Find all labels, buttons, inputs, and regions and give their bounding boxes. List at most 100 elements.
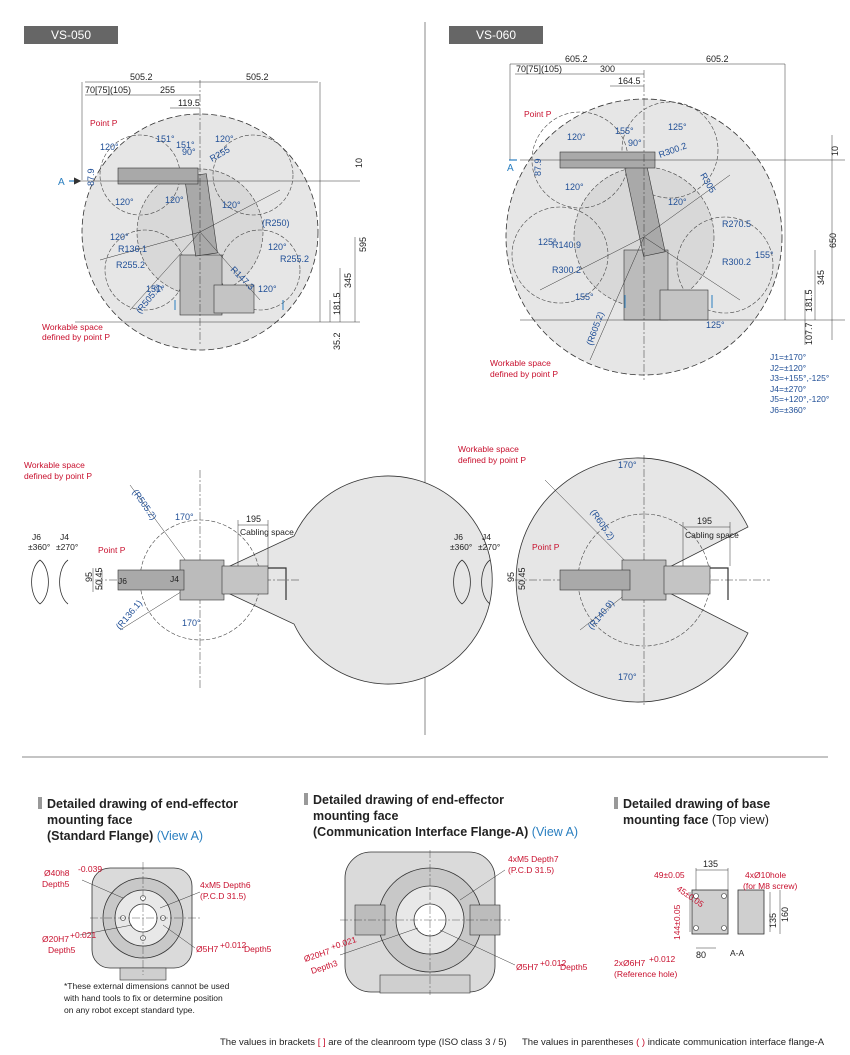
angle-155-a: 155° — [615, 126, 634, 136]
flange-note: *These external dimensions cannot be use… — [64, 981, 230, 1015]
j4-label-b: J4 — [482, 532, 491, 542]
angle-125-a: 125° — [668, 122, 687, 132]
top-angle-170-d: 170° — [618, 672, 637, 682]
comm-depth5: Depth5 — [560, 962, 588, 972]
joint-j5: J5=+120°,-120° — [770, 394, 830, 404]
comm-d5-tol: +0.012 — [540, 958, 567, 968]
cabling-space: Cabling space — [240, 527, 294, 537]
flange-depth5c: Depth5 — [244, 944, 272, 954]
angle-120-b2: 120° — [565, 182, 584, 192]
j4-label: J4 — [60, 532, 69, 542]
angle-90-b: 90° — [628, 138, 642, 148]
footer-parentheses-note: The values in parentheses ( ) indicate c… — [522, 1037, 825, 1048]
angle-125-c: 125° — [706, 320, 725, 330]
j4-range: ±270° — [56, 542, 78, 552]
angle-120-b1: 120° — [567, 132, 586, 142]
base-d4x: 4xØ10hole — [745, 870, 786, 880]
base-d49: 49±0.05 — [654, 870, 685, 880]
dim-10-b: 10 — [830, 146, 840, 156]
base-d6h7-tol: +0.012 — [649, 954, 676, 964]
workable-label-1: Workable space — [42, 322, 103, 332]
radius-r255-2a: R255.2 — [116, 260, 145, 270]
dim-70-b: 70[75](105) — [516, 64, 562, 74]
comm-m5: 4xM5 Depth7 — [508, 854, 559, 864]
base-dim-80: 80 — [696, 950, 706, 960]
radius-r140: R140.9 — [552, 240, 581, 250]
angle-120-b3: 120° — [668, 197, 687, 207]
base-d4x-sub: (for M8 screw) — [743, 881, 797, 891]
flange-pcd: (P.C.D 31.5) — [200, 891, 246, 901]
top-point-p-b: Point P — [532, 542, 560, 552]
flange-depth5b: Depth5 — [48, 945, 76, 955]
angle-90: 90° — [182, 147, 196, 157]
j4-marker: J4 — [170, 574, 179, 584]
dim-505-left: 505.2 — [130, 72, 153, 82]
top-point-p: Point P — [98, 545, 126, 555]
top-radius-r505: (R505.2) — [130, 487, 158, 521]
footer-paren-symbol: ( ) — [636, 1037, 646, 1048]
j4-range-b: ±270° — [478, 542, 500, 552]
j6-label: J6 — [32, 532, 41, 542]
radius-r136: R136.1 — [118, 244, 147, 254]
angle-120-h: 120° — [258, 284, 277, 294]
radius-r300-b: R300.2 — [552, 265, 581, 275]
base-mounting-drawing: 135 49±0.05 4xØ10hole (for M8 screw) 45±… — [614, 859, 797, 979]
section-bar-icon — [614, 797, 618, 809]
section-standard-flange-title: Detailed drawing of end-effector mountin… — [38, 796, 288, 844]
comm-pcd: (P.C.D 31.5) — [508, 865, 554, 875]
joint-ranges: J1=±170° J2=±120° J3=+155°,-125° J4=±270… — [770, 352, 829, 415]
angle-155-b: 155° — [755, 250, 774, 260]
radius-r270: R270.5 — [722, 219, 751, 229]
dim-300: 300 — [600, 64, 615, 74]
angle-151-c: 151° — [146, 284, 165, 294]
workable-label-b1: Workable space — [490, 358, 551, 368]
section-base-title: Detailed drawing of base mounting face (… — [614, 796, 834, 828]
top-angle-170-c: 170° — [618, 460, 637, 470]
top-angle-170-b: 170° — [182, 618, 201, 628]
cabling-space-b: Cabling space — [685, 530, 739, 540]
section-bar-icon — [38, 797, 42, 809]
j6-marker: J6 — [118, 576, 127, 586]
dim-605-right: 605.2 — [706, 54, 729, 64]
angle-120-b: 120° — [100, 142, 119, 152]
flange-d20-tol: +0.021 — [70, 930, 97, 940]
base-d6h7: 2xØ6H7 — [614, 958, 645, 968]
joint-j2: J2=±120° — [770, 362, 807, 373]
cabling-dim-b: 195 — [697, 516, 712, 526]
base-dim-135-top: 135 — [703, 859, 718, 869]
angle-125-b: 125° — [538, 237, 557, 247]
section-bar-icon — [304, 793, 308, 805]
radius-r300-c: R300.2 — [722, 257, 751, 267]
point-p-label-b: Point P — [524, 109, 552, 119]
top-dim-95-b: 95 — [506, 572, 516, 582]
comm-d5: Ø5H7 — [516, 962, 538, 972]
base-ref: (Reference hole) — [614, 969, 677, 979]
joint-j1: J1=±170° — [770, 352, 807, 362]
angle-151-b: 151° — [176, 140, 195, 150]
flange-m5: 4xM5 Depth6 — [200, 880, 251, 890]
angle-120-d: 120° — [165, 195, 184, 205]
vs050-top-view: Workable space defined by point P (R505.… — [24, 460, 493, 690]
dim-87-9: 87.9 — [86, 168, 96, 186]
j6-range-b: ±360° — [450, 542, 472, 552]
top-dim-50-b: 50.45 — [517, 567, 527, 590]
dim-35: 35.2 — [332, 332, 342, 350]
base-d144: 144±0.05 — [672, 904, 682, 940]
workable-top-b2: defined by point P — [458, 455, 526, 465]
top-radius-r136: (R136.1) — [114, 598, 144, 631]
flange-d40-tol: -0.039 — [78, 864, 102, 874]
cabling-dim: 195 — [246, 514, 261, 524]
j6-range: ±360° — [28, 542, 50, 552]
workable-top-2: defined by point P — [24, 471, 92, 481]
workable-top-b1: Workable space — [458, 444, 519, 454]
arrow-a-label: A — [58, 177, 65, 188]
dim-164: 164.5 — [618, 76, 641, 86]
standard-flange-drawing: Ø40h8 -0.039 Depth5 4xM5 Depth6 (P.C.D 3… — [42, 862, 272, 981]
dim-505-right: 505.2 — [246, 72, 269, 82]
dim-119: 119.5 — [178, 98, 200, 108]
flange-d5-tol: +0.012 — [220, 940, 247, 950]
point-p-label: Point P — [90, 118, 118, 128]
section-comm-flange-title: Detailed drawing of end-effector mountin… — [304, 792, 594, 840]
dim-181-b: 181.5 — [804, 289, 814, 312]
